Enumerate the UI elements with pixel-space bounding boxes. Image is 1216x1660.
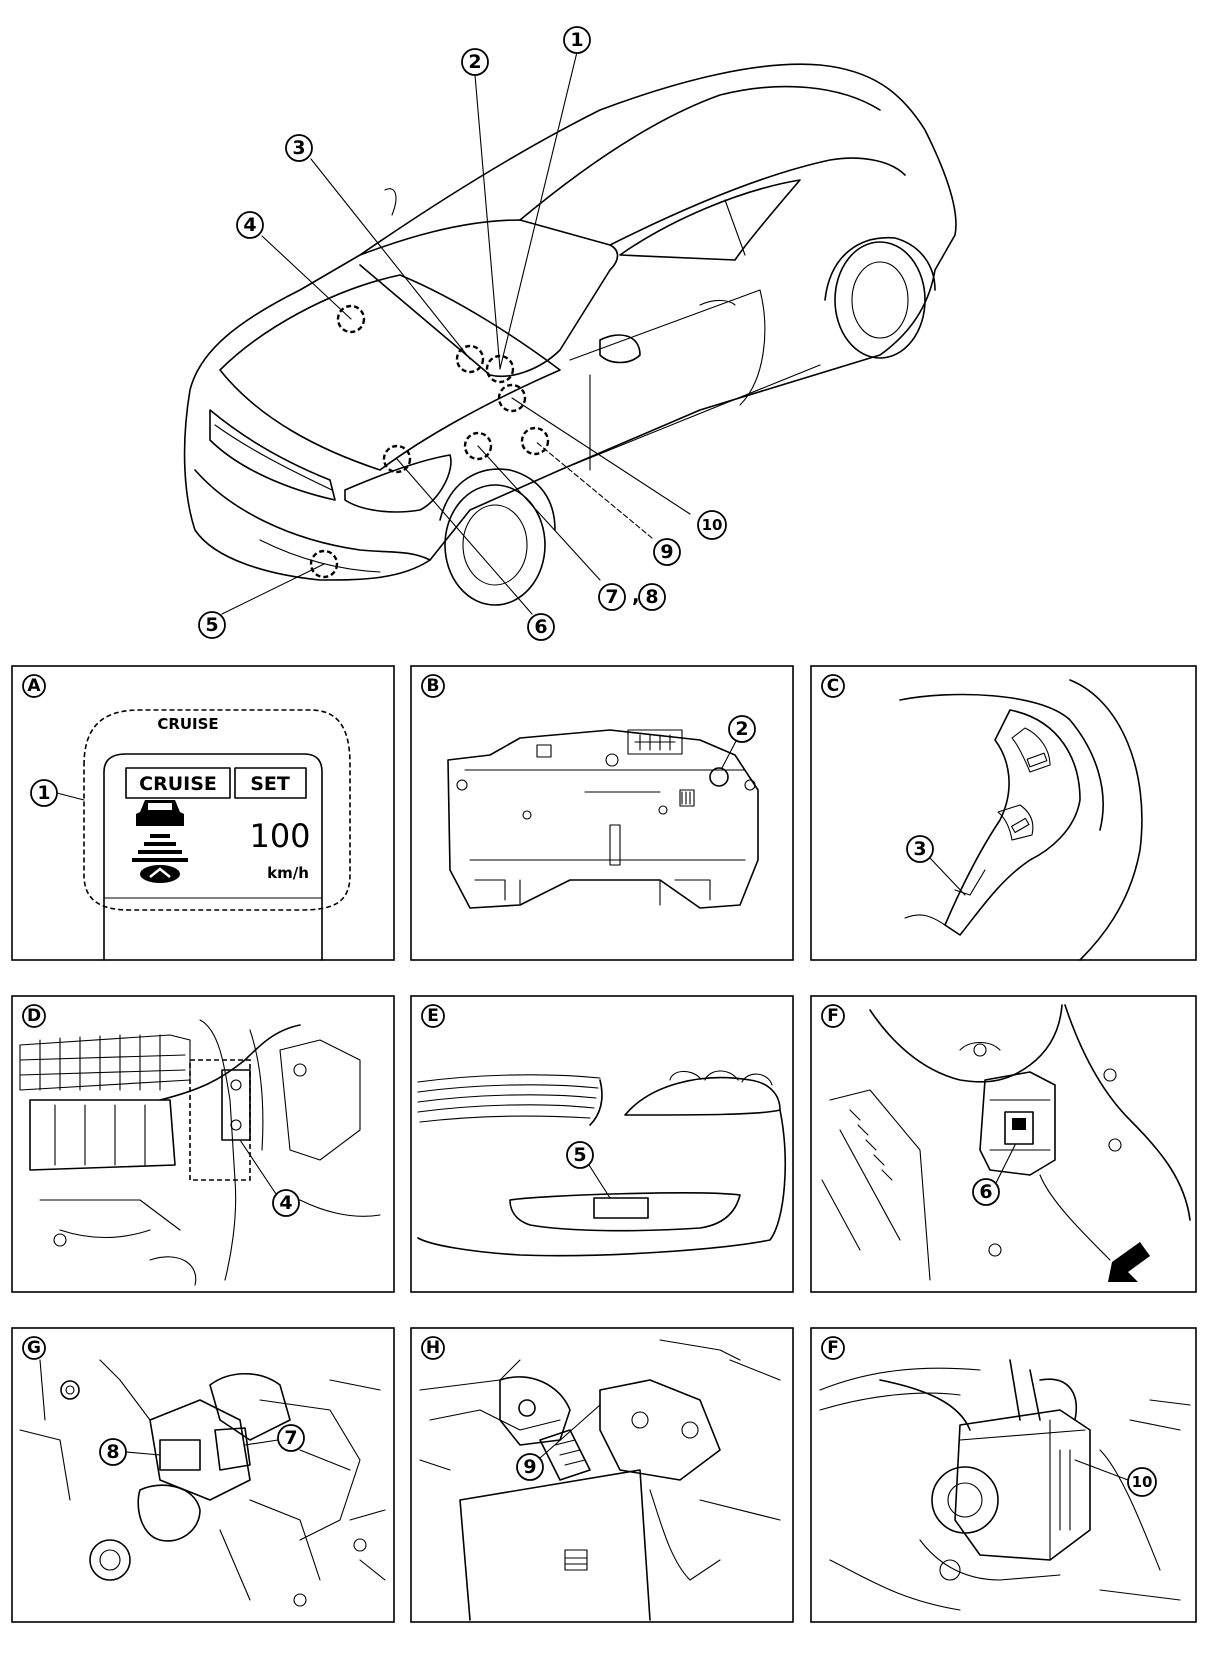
set-indicator-label: SET [250,773,290,795]
location-markers [309,304,550,579]
panel-d-engine-compartment: D 4 [11,995,395,1293]
abs-actuator-body [954,1409,1091,1561]
marker-4 [336,304,366,334]
callout-4: 4 [236,211,264,239]
callout-6: 6 [527,613,555,641]
car-roof-line [519,85,881,221]
svg-text:7: 7 [284,1427,297,1449]
svg-text:2: 2 [735,718,748,740]
panel-g-brake-pedal-switches: G 8 7 [11,1327,395,1623]
car-overview-illustration [183,63,957,606]
callout-9: 9 [653,538,681,566]
svg-text:4: 4 [279,1192,292,1214]
marker-5 [309,549,339,579]
svg-text:1: 1 [570,29,583,51]
svg-text:10: 10 [702,516,723,534]
svg-text:F: F [827,1338,839,1358]
car-body-outline [183,63,957,581]
marker-9 [520,426,550,456]
svg-text:5: 5 [205,614,218,636]
steering-switch-connector-marker [709,767,729,787]
car-grille [209,409,336,501]
svg-text:9: 9 [523,1456,536,1478]
svg-text:9: 9 [660,541,673,563]
svg-text:8: 8 [106,1441,119,1463]
marker-7-8 [463,431,493,461]
callout-2: 2 [461,48,489,76]
front-direction-arrow [1108,1242,1150,1282]
callout-numbers: 1 2 3 4 10 9 7 , 8 6 5 [198,26,727,641]
abs-pump-motor [931,1466,999,1534]
panel-f-brake-switch-area: F 6 [810,995,1197,1293]
car-headlight [344,454,452,513]
panel-f2-abs-actuator: F 10 [810,1327,1197,1623]
svg-text:7: 7 [605,586,618,608]
svg-text:8: 8 [645,586,658,608]
svg-text:C: C [827,676,839,696]
callout-1: 1 [563,26,591,54]
panel-h-engine-room: H 9 [410,1327,794,1623]
callout-8: 8 [638,583,666,611]
marker-10 [497,383,527,413]
callout-10: 10 [697,510,727,540]
connector-9 [539,1429,591,1481]
svg-text:3: 3 [292,137,305,159]
set-speed-value: 100 [249,817,310,855]
marker-6 [382,444,412,474]
panel-b-combination-meter: B 2 [410,665,794,961]
cruise-caption: CRUISE [157,715,218,733]
car-side-window [619,179,801,261]
icc-sensor-marker [593,1197,649,1219]
marker-3 [455,344,485,374]
own-vehicle-icon [140,865,180,883]
car-hood [219,274,561,471]
svg-text:F: F [827,1006,839,1026]
car-rear-window [609,157,906,246]
svg-text:E: E [427,1006,439,1026]
speed-unit: km/h [267,864,309,882]
car-front-wheel [444,484,546,606]
car-windshield [359,219,619,377]
svg-text:1: 1 [37,782,50,804]
callout-5: 5 [198,611,226,639]
svg-text:5: 5 [573,1144,586,1166]
callout-separator: , [632,583,640,607]
svg-text:2: 2 [468,51,481,73]
car-front-bumper [194,469,431,561]
svg-text:6: 6 [534,616,547,638]
callout-7: 7 [598,583,626,611]
svg-text:D: D [27,1006,41,1026]
car-mirror [599,334,641,364]
cruise-indicator-label: CRUISE [139,773,217,795]
svg-text:3: 3 [913,838,926,860]
svg-text:10: 10 [1132,1473,1153,1491]
icc-brake-switch [214,1427,251,1471]
svg-text:B: B [427,676,440,696]
svg-text:A: A [27,676,41,696]
car-rear-wheel [834,241,926,359]
brake-switch-body [979,1071,1056,1176]
stop-lamp-switch [159,1439,201,1471]
svg-text:6: 6 [979,1181,992,1203]
svg-text:4: 4 [243,214,256,236]
panel-c-steering-switch: C 3 [810,665,1197,961]
panel-e-front-bumper: E 5 [410,995,794,1293]
panel-a-cruise-display: A CRUISE CRUISE SET 100 km/h 1 [11,665,395,961]
leader-lines [221,51,691,615]
callout-3: 3 [285,134,313,162]
marker-1 [485,354,515,384]
svg-text:G: G [27,1338,41,1358]
svg-text:H: H [426,1338,440,1358]
